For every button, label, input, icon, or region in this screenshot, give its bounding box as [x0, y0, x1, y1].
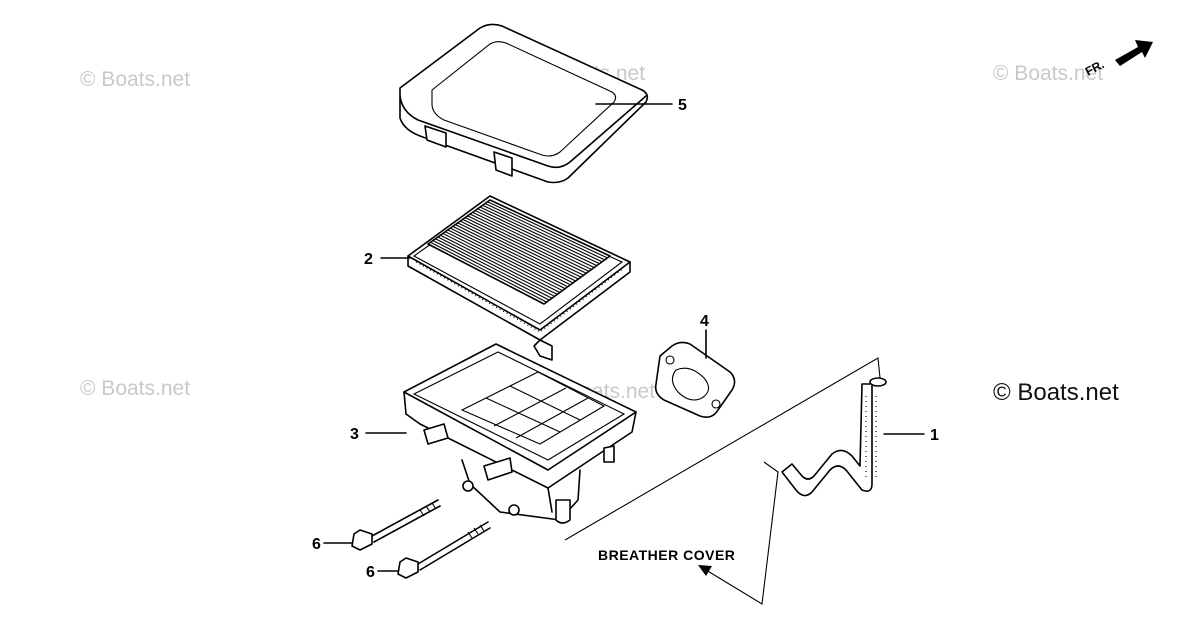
air-cleaner-case	[365, 339, 637, 524]
filter-pleat	[430, 241, 547, 303]
filter-pleat	[452, 225, 571, 286]
filter-pleat	[487, 201, 608, 259]
front-direction-arrow-icon: FR.	[1083, 40, 1153, 79]
watermark-right: © Boats.net	[993, 379, 1119, 406]
callout-bolt-upper: 6	[312, 536, 321, 553]
air-cleaner-cover	[399, 23, 673, 184]
callout-tube: 1	[930, 427, 939, 444]
callout-filter-element: 2	[364, 251, 373, 268]
filter-pleat	[469, 213, 590, 272]
filter-pleat	[442, 232, 561, 293]
breather-cover-label: BREATHER COVER	[598, 547, 735, 563]
filter-pleat	[467, 215, 587, 274]
filter-element	[380, 195, 631, 341]
filter-pleat	[474, 210, 595, 269]
filter-pleat	[427, 243, 545, 305]
callout-bolt-lower: 6	[366, 564, 375, 581]
filter-pleat	[450, 227, 569, 288]
filter-pleat	[447, 229, 566, 290]
filter-pleat	[445, 231, 563, 292]
filter-pleat	[479, 206, 600, 265]
filter-pleat	[462, 218, 582, 278]
callout-cover: 5	[678, 97, 687, 114]
filter-pleat	[489, 199, 611, 257]
bolt-upper	[323, 499, 441, 551]
watermark-mid-left: © Boats.net	[80, 377, 190, 400]
callout-gasket: 4	[700, 313, 709, 330]
filter-pleat	[435, 238, 553, 299]
filter-pleat	[484, 203, 605, 261]
breather-reference-lines	[564, 357, 881, 605]
filter-pleat	[440, 234, 558, 295]
filter-pleat	[464, 217, 584, 276]
filter-pleat	[477, 208, 598, 267]
watermark-top-right: © Boats.net	[993, 62, 1103, 85]
filter-pleat	[432, 239, 550, 301]
filter-pleat	[437, 236, 555, 297]
filter-pleat	[472, 211, 592, 270]
breather-tube	[781, 377, 925, 497]
gasket	[654, 329, 736, 418]
filter-pleat	[457, 222, 576, 282]
watermark-top-left: © Boats.net	[80, 68, 190, 91]
filter-pleat	[482, 204, 603, 263]
filter-pleat	[459, 220, 579, 280]
filter-pleat	[455, 224, 574, 284]
bolt-lower	[377, 521, 491, 579]
callout-case: 3	[350, 426, 359, 443]
